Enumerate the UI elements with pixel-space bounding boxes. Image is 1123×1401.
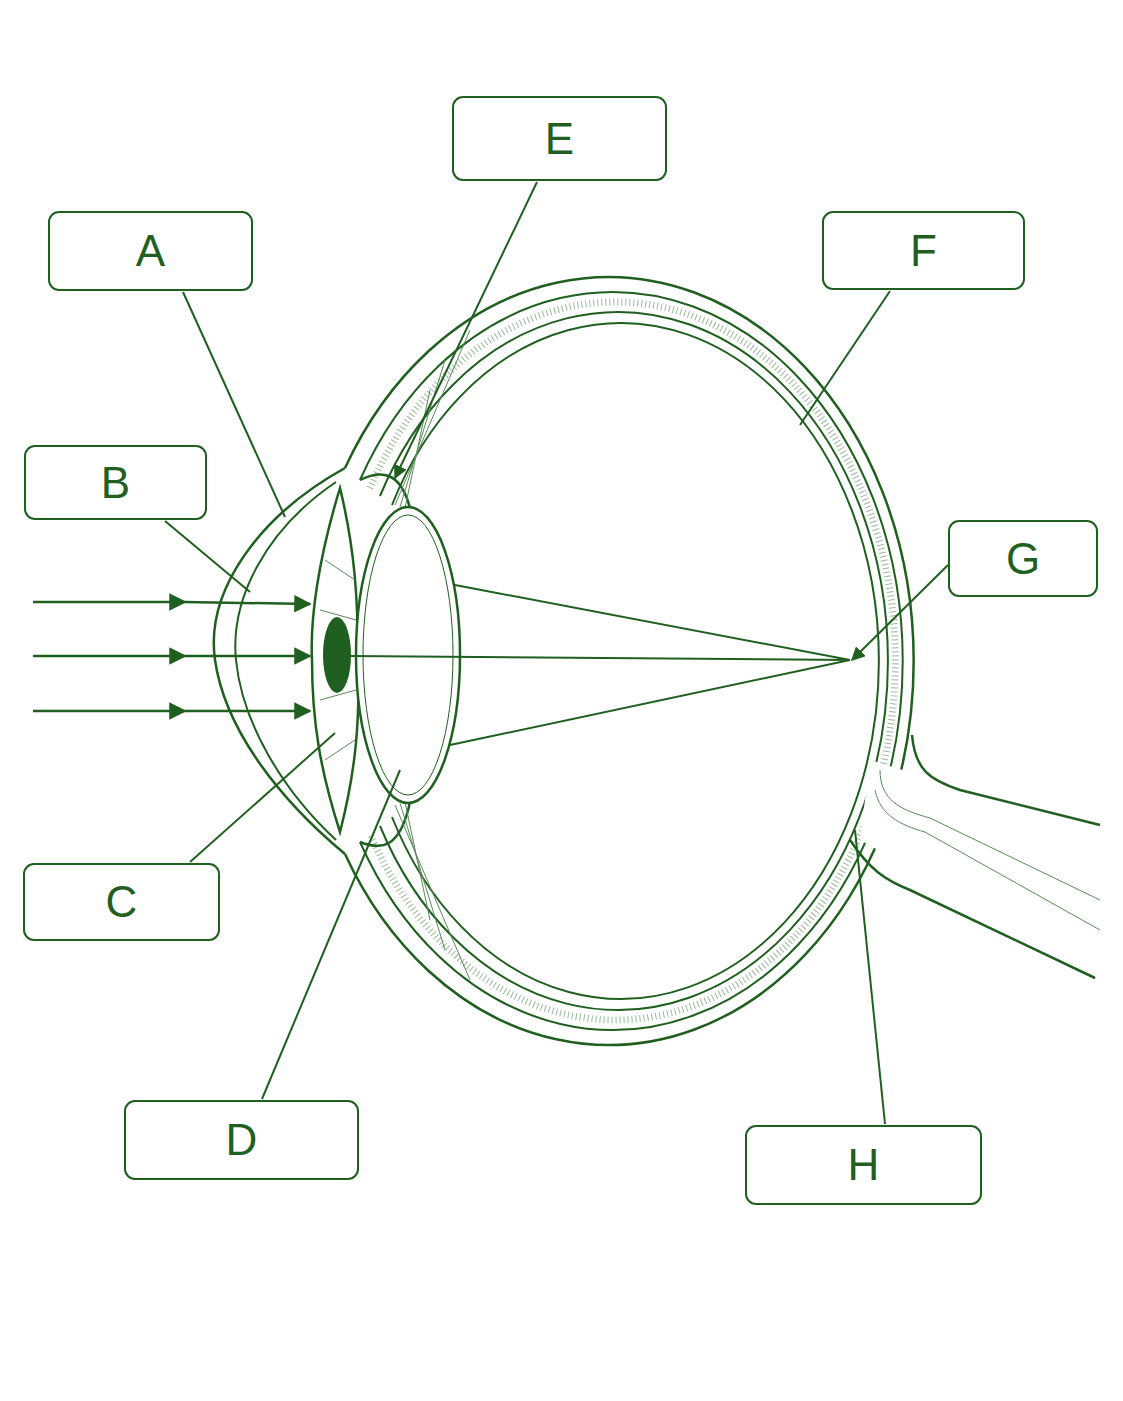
iris-texture (320, 560, 356, 760)
leader-line (852, 565, 948, 660)
optic-nerve-bottom (850, 840, 1095, 978)
light-ray (33, 601, 185, 604)
part-letter: G (1006, 537, 1040, 581)
part-letter: B (101, 461, 130, 505)
optic-nerve-fibre (880, 770, 1100, 900)
focused-ray (350, 585, 850, 745)
part-letter: H (848, 1143, 880, 1187)
part-letter: E (545, 117, 574, 161)
leader-line (395, 182, 537, 478)
lens-inner (363, 515, 453, 795)
leader-line (262, 770, 400, 1099)
light-ray (185, 710, 310, 713)
part-letter: A (136, 229, 165, 273)
retina-line (392, 323, 879, 999)
lens (356, 507, 460, 803)
sclera-outline (345, 277, 914, 1045)
part-letter: F (910, 229, 937, 273)
leader-line (855, 830, 885, 1124)
label-box: C (23, 863, 220, 941)
optic-nerve-fill (860, 760, 1100, 975)
light-ray (33, 655, 185, 658)
light-ray (185, 602, 310, 604)
light-ray (185, 655, 310, 658)
label-box: G (948, 520, 1098, 597)
label-box: D (124, 1100, 359, 1180)
leader-line (190, 733, 335, 862)
part-letter: D (226, 1118, 258, 1162)
optic-nerve-fibre (875, 790, 1100, 930)
label-box: H (745, 1125, 982, 1205)
optic-nerve-top (912, 735, 1100, 825)
part-letter: C (106, 880, 138, 924)
label-box: A (48, 211, 253, 291)
label-box: E (452, 96, 667, 181)
label-box: F (822, 211, 1025, 290)
label-box: B (24, 445, 207, 520)
leader-line (165, 521, 250, 592)
light-ray (33, 710, 185, 713)
pupil (323, 617, 351, 693)
leader-line (800, 291, 890, 425)
iris (312, 488, 359, 832)
